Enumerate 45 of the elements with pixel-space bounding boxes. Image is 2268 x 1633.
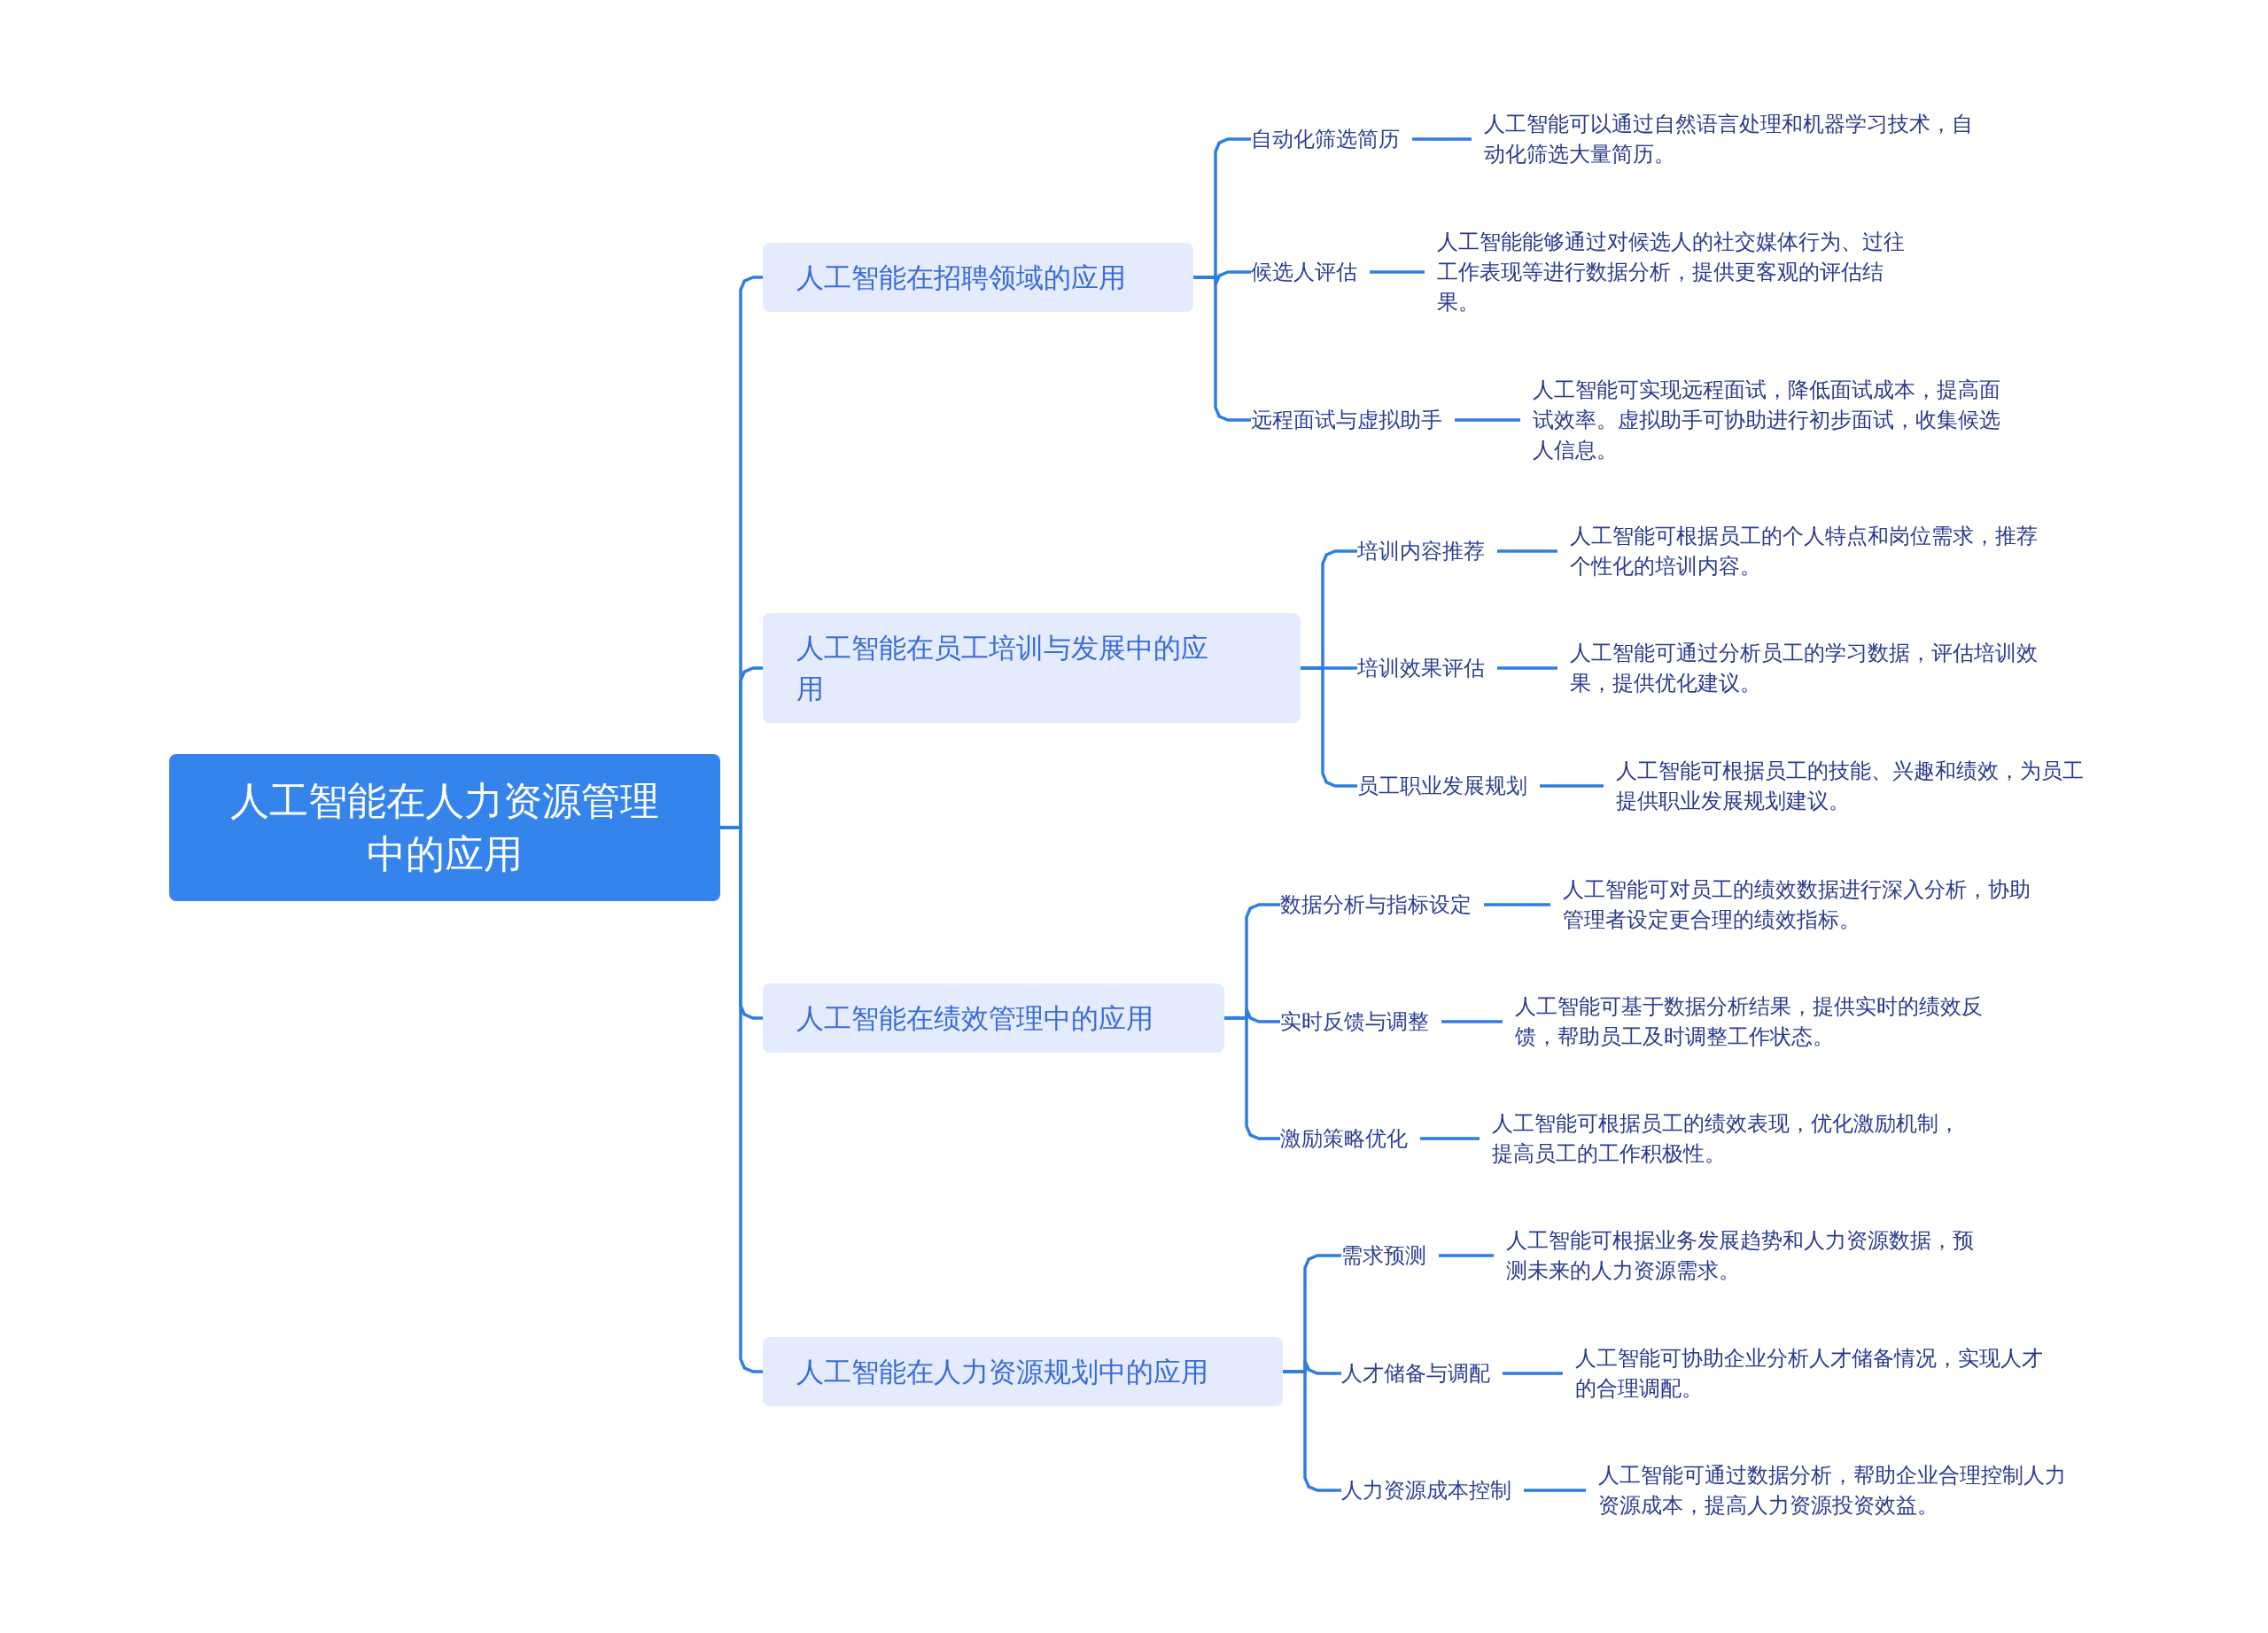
description-text: 人工智能可实现远程面试，降低面试成本，提高面试效率。虚拟助手可协助进行初步面试，收集候选人信息。 bbox=[1533, 375, 2020, 465]
connector-line bbox=[1524, 1489, 1586, 1492]
description-text: 人工智能可根据员工的技能、兴趣和绩效，为员工提供职业发展规划建议。 bbox=[1616, 756, 2094, 816]
connector-line bbox=[1455, 418, 1520, 422]
branch-topic-box: 人工智能在员工培训与发展中的应用 bbox=[763, 613, 1301, 723]
subtopic-text: 候选人评估 bbox=[1251, 257, 1357, 287]
connector-line bbox=[1193, 276, 1251, 422]
description-text: 人工智能可根据员工的绩效表现，优化激励机制，提高员工的工作积极性。 bbox=[1492, 1108, 1970, 1169]
connector-line bbox=[1224, 1016, 1280, 1140]
connector-line bbox=[1497, 549, 1557, 553]
connector-line bbox=[1484, 903, 1550, 906]
description-text: 人工智能可通过分析员工的学习数据，评估培训效果，提供优化建议。 bbox=[1570, 638, 2048, 698]
subtopic-text: 数据分析与指标设定 bbox=[1280, 890, 1472, 920]
root-topic-box: 人工智能在人力资源管理中的应用 bbox=[169, 754, 720, 901]
description-text: 人工智能可根据员工的个人特点和岗位需求，推荐个性化的培训内容。 bbox=[1570, 521, 2039, 581]
subtopic-text: 培训内容推荐 bbox=[1357, 536, 1485, 566]
connector-line bbox=[1301, 666, 1357, 788]
connector-line bbox=[1497, 666, 1557, 670]
description-text: 人工智能可根据业务发展趋势和人力资源数据，预测未来的人力资源需求。 bbox=[1506, 1225, 1984, 1286]
branch-topic-box: 人工智能在招聘领域的应用 bbox=[763, 243, 1193, 312]
subtopic-text: 自动化筛选简历 bbox=[1251, 124, 1400, 154]
connector-line bbox=[1283, 1370, 1341, 1492]
subtopic-text: 实时反馈与调整 bbox=[1280, 1007, 1429, 1037]
description-text: 人工智能可基于数据分析结果，提供实时的绩效反馈，帮助员工及时调整工作状态。 bbox=[1515, 991, 1993, 1052]
description-text: 人工智能可协助企业分析人才储备情况，实现人才的合理调配。 bbox=[1575, 1343, 2054, 1404]
description-text: 人工智能可通过数据分析，帮助企业合理控制人力资源成本，提高人力资源投资效益。 bbox=[1598, 1460, 2077, 1520]
description-text: 人工智能可以通过自然语言处理和机器学习技术，自动化筛选大量简历。 bbox=[1484, 109, 1980, 169]
connector-line bbox=[1420, 1137, 1480, 1140]
subtopic-text: 需求预测 bbox=[1341, 1240, 1426, 1271]
subtopic-text: 培训效果评估 bbox=[1357, 653, 1485, 683]
subtopic-text: 激励策略优化 bbox=[1280, 1124, 1408, 1154]
description-text: 人工智能可对员工的绩效数据进行深入分析，协助管理者设定更合理的绩效指标。 bbox=[1563, 875, 2032, 935]
branch-topic-box: 人工智能在人力资源规划中的应用 bbox=[763, 1337, 1283, 1406]
subtopic-text: 人力资源成本控制 bbox=[1341, 1475, 1511, 1505]
subtopic-text: 人才储备与调配 bbox=[1341, 1358, 1490, 1388]
connector-line bbox=[1540, 784, 1604, 788]
connector-line bbox=[1412, 137, 1472, 141]
branch-topic-box: 人工智能在绩效管理中的应用 bbox=[763, 984, 1224, 1053]
description-text: 人工智能能够通过对候选人的社交媒体行为、过往工作表现等进行数据分析，提供更客观的评估结果。 bbox=[1437, 227, 1915, 317]
subtopic-text: 远程面试与虚拟助手 bbox=[1251, 405, 1442, 435]
subtopic-text: 员工职业发展规划 bbox=[1357, 771, 1527, 801]
connector-line bbox=[1441, 1020, 1503, 1023]
connector-line bbox=[1370, 270, 1425, 274]
connector-line bbox=[1439, 1254, 1494, 1257]
connector-line bbox=[1503, 1372, 1563, 1375]
